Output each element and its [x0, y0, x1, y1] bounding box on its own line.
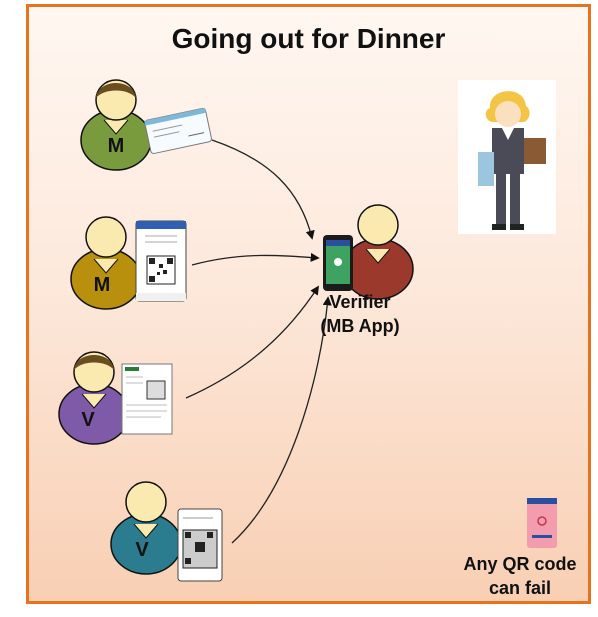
verifier-label: Verifier (MB App): [300, 290, 420, 338]
arrow-4: [231, 296, 332, 544]
badge-letter-2: M: [94, 274, 111, 296]
person-3: V: [58, 351, 130, 445]
credential-card-icon: [144, 107, 213, 154]
credential-phone-qr-icon: [177, 508, 223, 582]
error-phone-icon: [527, 498, 557, 548]
diagram-title: Going out for Dinner: [171, 23, 446, 54]
credential-paper-certificate-icon: [121, 363, 173, 435]
arrow-1: [211, 139, 315, 240]
credential-phone-qr-icon: [135, 220, 187, 302]
arrow-3: [185, 285, 319, 399]
arrow-2: [191, 252, 320, 266]
badge-letter-3: V: [81, 409, 95, 431]
badge-letter-4: V: [135, 539, 149, 561]
failure-label-line2: can fail: [488, 578, 552, 598]
smartphone-verifier-icon: [323, 235, 353, 291]
badge-letter-1: M: [108, 135, 125, 157]
waiter-illustration: [458, 80, 556, 234]
verifier-label-line2: (MB App): [320, 316, 400, 336]
verifier-label-line1: Verifier: [329, 292, 391, 312]
failure-label: Any QR code can fail: [455, 552, 585, 600]
person-4: V: [110, 481, 182, 575]
person-2: M: [70, 216, 142, 310]
failure-label-line1: Any QR code: [463, 554, 577, 574]
